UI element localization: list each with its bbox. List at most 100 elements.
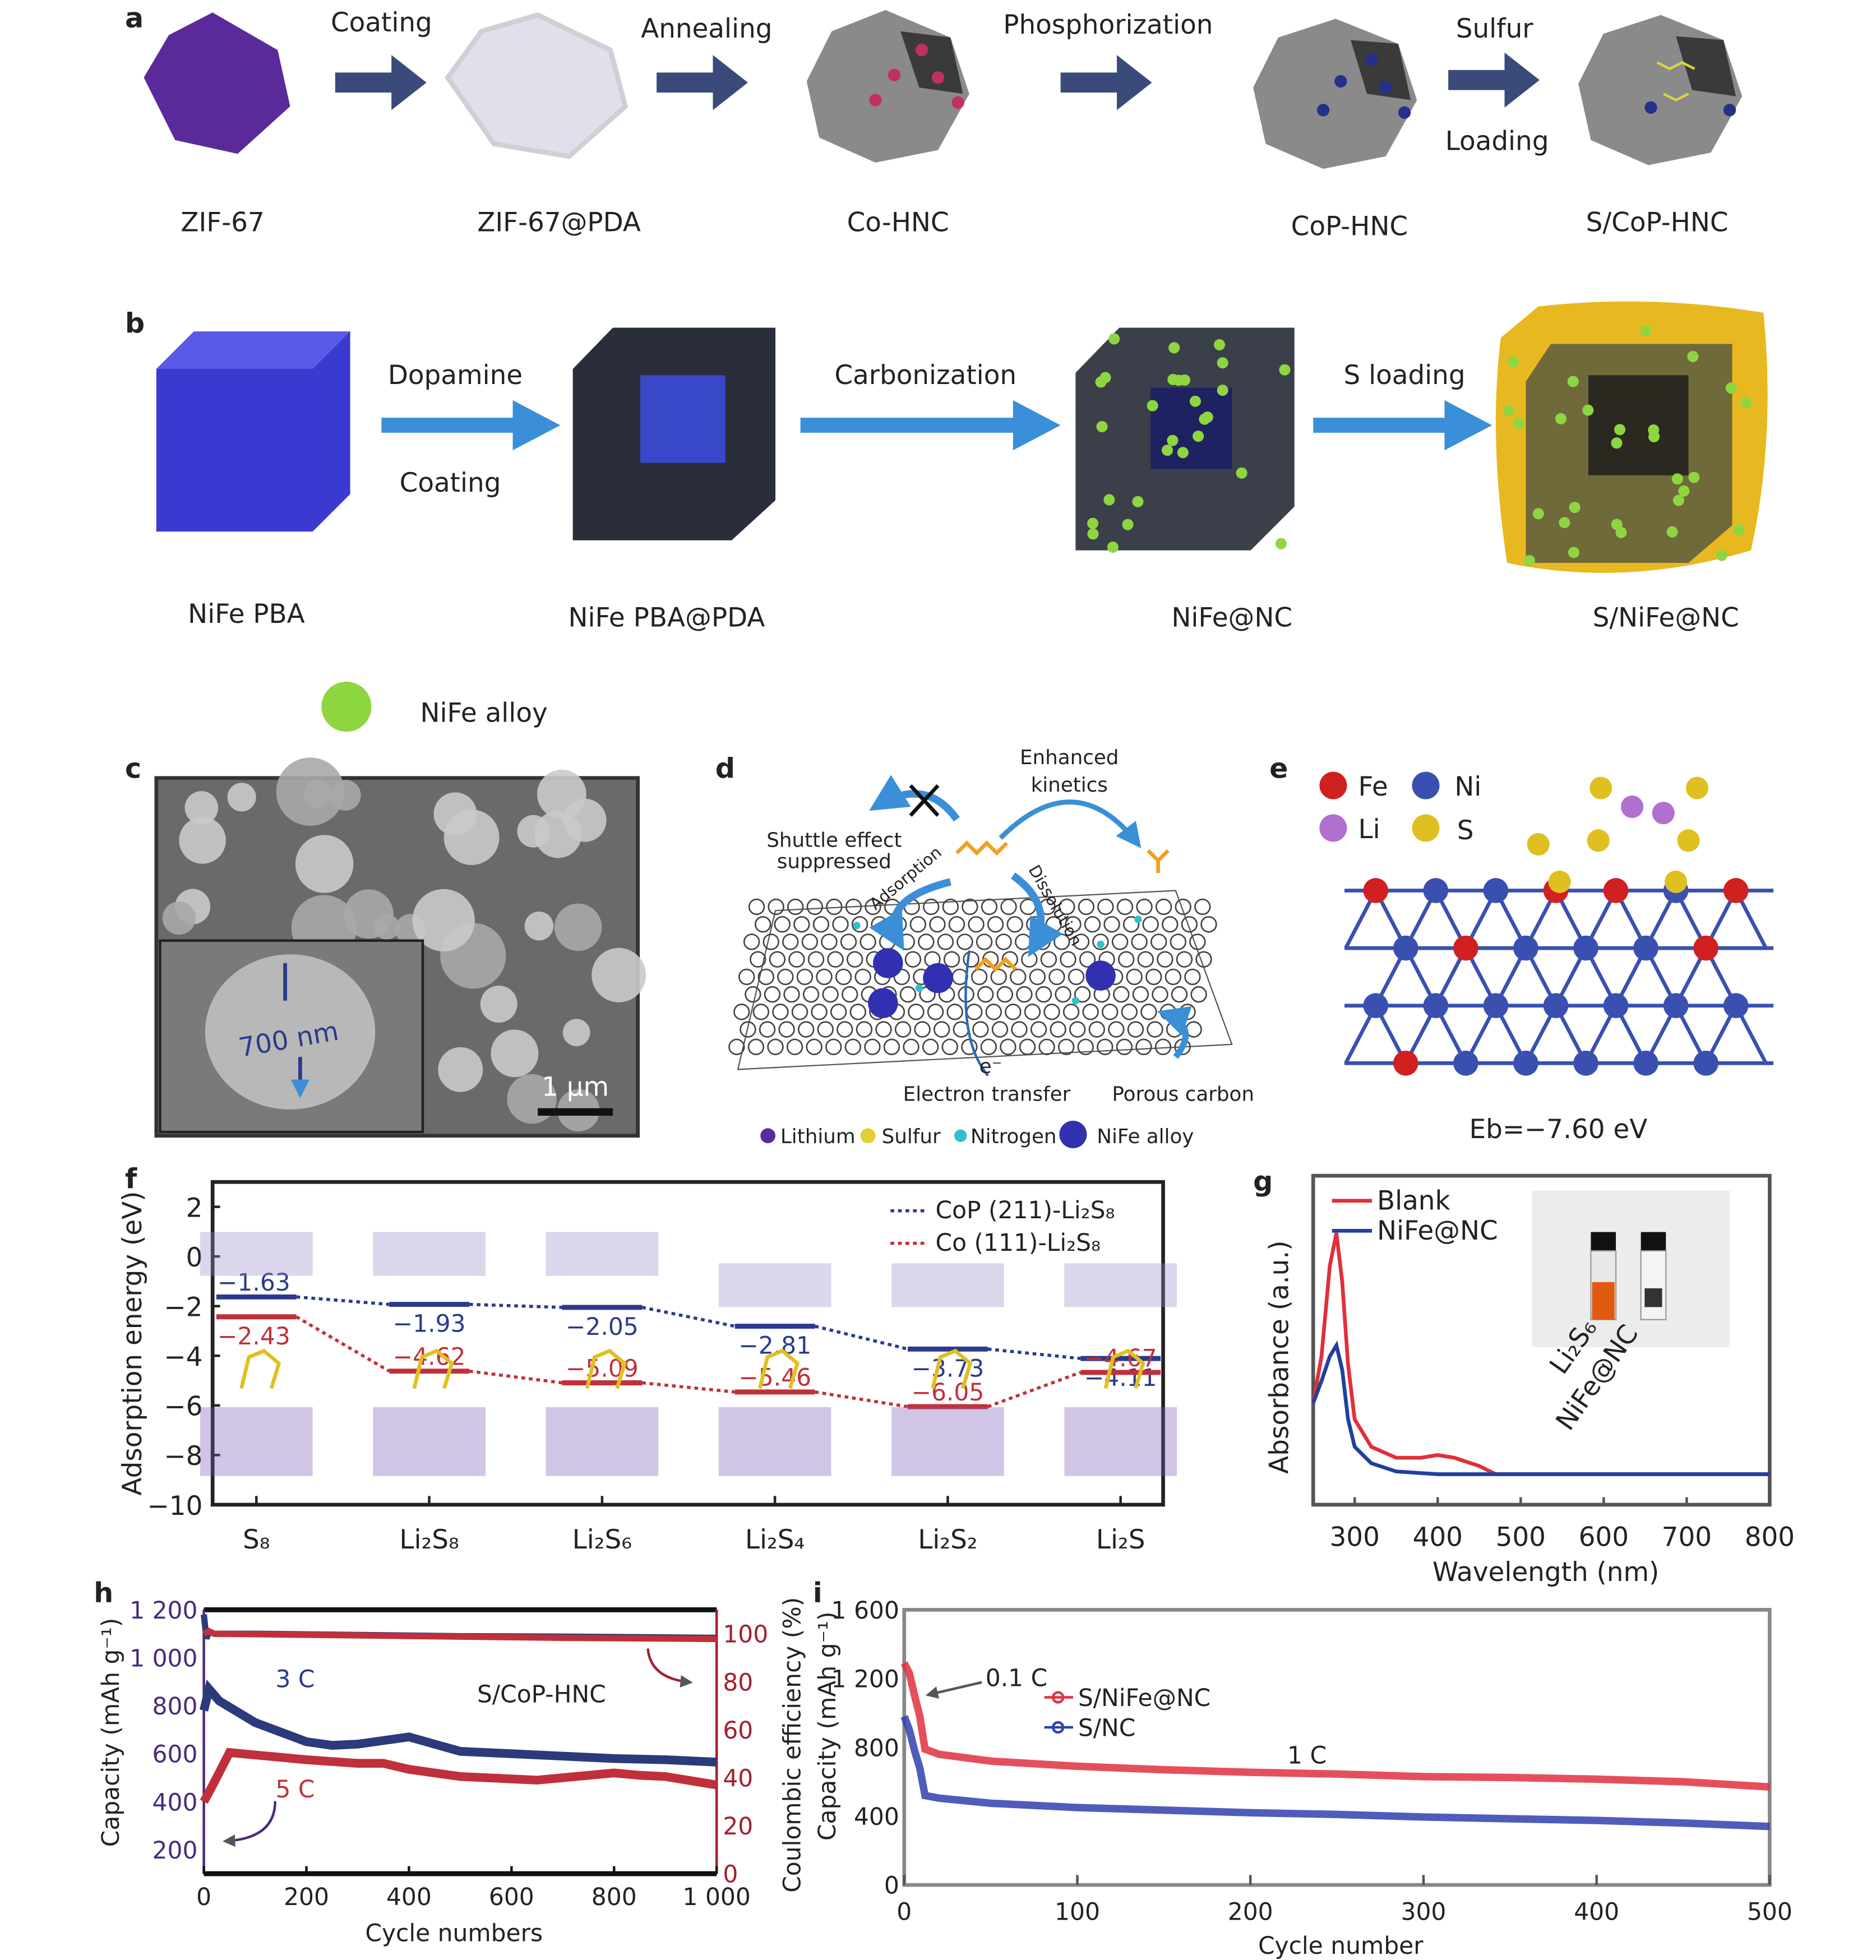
carbon-ring [827,951,844,968]
series-5-c-efficiency [202,1628,717,1643]
kinetics-arrow [999,799,1142,849]
carbon-ring [1170,933,1187,950]
energy-value-label: −4.67 [1084,1344,1157,1372]
sem-particle [330,780,361,811]
y-tick-label-left: 1 000 [130,1645,197,1672]
carbon-ring [927,1004,944,1020]
nife-alloy-dot [1555,413,1567,424]
nife-alloy-dot [1177,447,1189,459]
carbon-ring [1154,1038,1172,1056]
y-tick-label-right: 0 [723,1861,738,1888]
ni-atom [1633,1051,1658,1076]
nife-alloy-dot [1523,554,1535,566]
y-tick-label: 1 600 [831,1597,899,1624]
carbon-ring [1165,968,1182,986]
energy-value-label: −3.73 [911,1355,984,1382]
zif67-pda-crystal [445,12,629,159]
carbon-ring [783,986,800,1003]
carbon-ring [1068,968,1085,986]
graphene-sheet [737,890,1233,1070]
carbon-ring [816,968,833,986]
arrow-b-2 [800,400,1061,451]
carbon-ring [832,916,849,933]
nife-alloy-dot [1087,528,1099,540]
s-atom [1665,870,1688,893]
cop-surface-model [200,1232,313,1276]
nife-alloy-particles [1087,325,1752,566]
nife-alloy-dot [1716,549,1727,561]
carbon-ring [933,1021,950,1038]
co-hnc-particle [806,10,969,163]
annotation-arrow [925,1681,982,1699]
legend-label: Co (111)-Li₂S₈ [936,1229,1101,1256]
chart-title: S/CoP-HNC [477,1680,606,1708]
nife-alloy-dot [1275,538,1287,549]
sem-particle [295,835,354,893]
carbon-ring [987,916,1004,933]
carbon-ring [806,1038,823,1056]
vial-photo-inset: Li₂S₆ NiFe@NC [1532,1190,1730,1436]
sem-particles [162,757,646,1132]
x-tick-label: 400 [386,1883,432,1911]
carbon-ring [909,916,927,933]
nitrogen-atom [915,984,923,992]
carbon-ring [745,986,761,1003]
nife-alloy-dot [1132,496,1144,507]
x-tick-label: 600 [489,1883,534,1911]
step-label: Coating [400,468,501,498]
carbon-ring [1136,898,1153,916]
carbon-ring [845,898,862,916]
carbon-ring [903,1038,919,1056]
fe-atom-icon [1319,771,1347,799]
panel-d: d Enhanced kinetics Shuttle effect suppr… [715,746,1254,1148]
carbon-ring [1088,1021,1106,1038]
carbon-ring [796,968,814,986]
material-name: Co-HNC [847,208,949,238]
carbon-ring [822,986,839,1003]
carbon-ring [899,986,917,1003]
x-tick-label: 800 [1745,1523,1795,1553]
panel-a: a Coating Annealing Phosphorization Sulf… [125,2,1743,242]
y-axis-label-right: Coulombic efficiency (%) [779,1597,806,1893]
material-name: S/CoP-HNC [1586,208,1729,238]
s-nife-nc-cube [1495,301,1768,573]
shuttle-arrow [869,775,960,822]
carbon-ring [965,1004,983,1020]
polysulfide-model [585,1348,627,1389]
carbon-ring [1157,951,1173,968]
carbon-ring [1162,916,1179,933]
ni-atom [1423,878,1449,903]
sem-particle [303,779,332,808]
legend-label: Sulfur [882,1125,941,1148]
carbon-ring [851,916,868,933]
co-surface-model [373,1407,486,1476]
carbon-ring [991,1021,1009,1038]
x-tick-label: 400 [1413,1523,1463,1553]
carbon-ring [1184,968,1201,986]
nife-alloy-dot [1108,333,1120,345]
energy-value-label: −4.11 [1084,1364,1157,1392]
carbon-ring [740,1021,756,1038]
carbon-ring [985,1004,1002,1020]
carbon-ring [977,986,994,1003]
nife-alloy-dot [1740,396,1752,408]
carbon-ring [972,1021,989,1038]
energy-connector [469,1369,562,1385]
cross-icon [909,784,940,817]
carbon-ring [968,916,985,933]
carbon-ring [1057,1038,1075,1056]
carbon-ring [1181,916,1198,933]
carbon-ring [1043,1004,1060,1020]
carbon-ring [802,986,820,1003]
x-tick-label: 700 [1662,1523,1712,1553]
nife-alloy-dot [1582,404,1594,416]
nife-alloy-dot [1107,541,1119,553]
carbon-ring [752,1004,770,1020]
electron-label: e⁻ [979,1055,1002,1078]
nife-alloy-dot [1167,434,1179,446]
polysulfide-model [758,1348,800,1389]
nife-alloy-dot [1503,405,1515,417]
carbon-ring [1001,951,1018,968]
arrow-a-1 [335,55,427,110]
